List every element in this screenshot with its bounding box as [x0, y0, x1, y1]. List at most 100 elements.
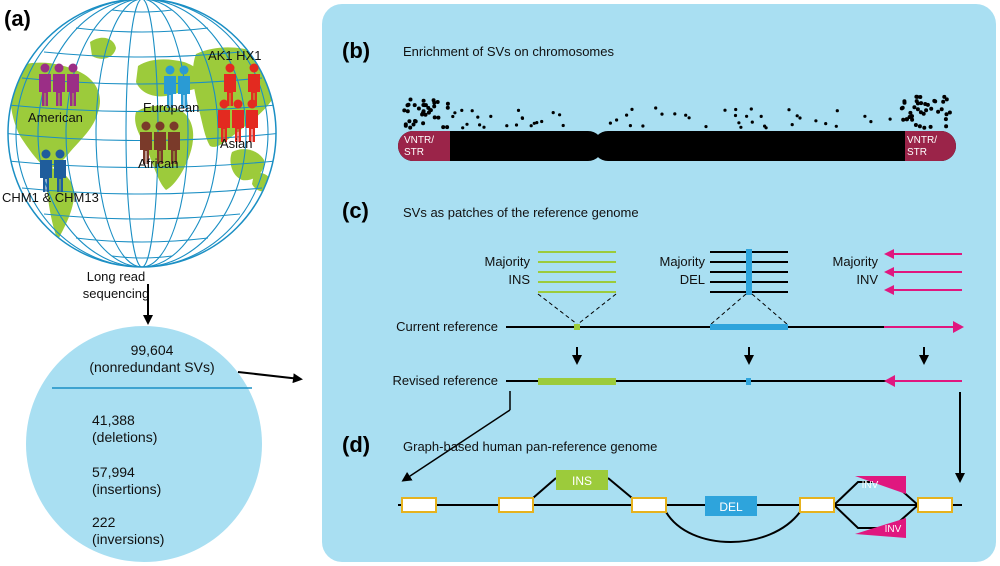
summary-to-panel-arrow [237, 371, 303, 384]
sv-dot [943, 117, 948, 122]
graph-inv-node-top [855, 476, 906, 494]
sv-dot [428, 108, 433, 113]
sv-dot [408, 97, 413, 102]
inversions-label: (inversions) [92, 531, 164, 547]
sv-dot [764, 126, 768, 130]
label-chm1-chm13: CHM1 & CHM13 [2, 190, 99, 205]
sv-dot [441, 125, 446, 130]
sv-dot [445, 125, 450, 130]
ins-majority-lines [538, 251, 616, 293]
pan-reference-graph: INS DEL INV INV [398, 470, 962, 543]
sv-dot [558, 113, 562, 117]
inv-majority-arrows [884, 249, 962, 295]
sv-dot [901, 117, 906, 122]
sv-dot [407, 119, 412, 124]
del-majority-label: Majority [659, 254, 705, 269]
sv-dot [608, 121, 613, 125]
sv-dot [905, 117, 909, 122]
vntr-right-line-1: VNTR/ [907, 135, 937, 146]
sv-dot [435, 100, 440, 104]
sv-dot [869, 120, 873, 124]
sv-dot [745, 114, 749, 118]
vntr-right-cap [905, 131, 956, 161]
sv-dot [615, 118, 619, 122]
current-reference-inv-arrowhead [953, 321, 964, 333]
sv-dot [733, 113, 738, 118]
label-ak1-hx1: AK1 HX1 [208, 48, 261, 63]
sv-dot [888, 117, 892, 121]
sv-dot [426, 105, 431, 110]
sv-dot [790, 123, 794, 127]
label-european: European [143, 100, 199, 115]
sv-dot [432, 115, 437, 120]
graph-del-bypass [665, 511, 801, 543]
sv-dot [947, 110, 952, 115]
sv-dot [421, 121, 426, 126]
sv-dot [411, 122, 416, 127]
people-african-icon [140, 121, 180, 164]
sv-dot [445, 105, 450, 110]
people-ak1-hx1-icon [224, 63, 260, 106]
sv-dot [795, 114, 799, 118]
people-european-icon [164, 65, 190, 108]
sv-dot [476, 115, 480, 119]
sv-dot [432, 100, 437, 105]
sv-dot [660, 112, 664, 116]
label-asian: Asian [220, 136, 253, 151]
sv-dot [505, 124, 509, 128]
panel-label-d: (d) [342, 432, 370, 457]
graph-inv-label-top: INV [862, 480, 879, 491]
sv-dot [917, 124, 922, 129]
globe-parallels [8, 9, 276, 259]
sv-dot [460, 108, 464, 112]
sv-dot [919, 101, 924, 106]
sv-dot [535, 121, 539, 125]
revised-reference-inv-arrowhead [884, 375, 895, 387]
sv-dot [915, 107, 920, 112]
insertions-label: (insertions) [92, 481, 161, 497]
graph-del-node [705, 496, 757, 516]
sv-dot [921, 111, 926, 116]
graph-ins-node [556, 470, 608, 490]
sv-dot [461, 126, 465, 130]
sv-dot [482, 125, 486, 129]
sv-dot [453, 111, 457, 115]
del-type-label: DEL [680, 272, 705, 287]
sv-dot [413, 119, 417, 123]
sv-dot [630, 107, 634, 111]
sv-dot [910, 117, 915, 122]
sv-dot [540, 119, 544, 124]
sv-dot [902, 100, 907, 105]
sv-dot [422, 103, 427, 108]
sv-dot [924, 108, 929, 113]
sv-dot [673, 112, 677, 116]
sv-dot [734, 107, 738, 112]
sv-dot [405, 109, 410, 114]
sv-dot [739, 125, 743, 129]
sv-density-dots [402, 94, 952, 130]
sv-dot [516, 108, 521, 112]
graph-del-label: DEL [719, 500, 743, 514]
sv-dot [432, 104, 437, 109]
revised-reference-ins-segment [538, 378, 616, 385]
sv-dot [913, 123, 918, 127]
current-reference-ins-site [574, 324, 580, 330]
sv-dot [908, 110, 913, 115]
graph-reference-nodes [401, 497, 953, 513]
sv-dot [910, 114, 914, 119]
graph-inv-label-bottom: INV [885, 524, 902, 535]
summary-circle: 99,604 (nonredundant SVs) 41,388 (deleti… [26, 326, 262, 562]
sv-dot [915, 94, 920, 99]
sv-dot [412, 103, 417, 108]
panel-c-title: SVs as patches of the reference genome [403, 205, 639, 220]
total-svs-label: (nonredundant SVs) [89, 359, 214, 375]
sv-dot [520, 116, 525, 120]
sv-dot [421, 109, 426, 114]
sv-dot [416, 106, 421, 111]
panel-d-title: Graph-based human pan-reference genome [403, 439, 657, 454]
sv-dot [936, 109, 941, 114]
label-african: African [138, 156, 178, 171]
del-majority-mark [746, 249, 752, 295]
chromosome-right-arm [593, 131, 956, 161]
